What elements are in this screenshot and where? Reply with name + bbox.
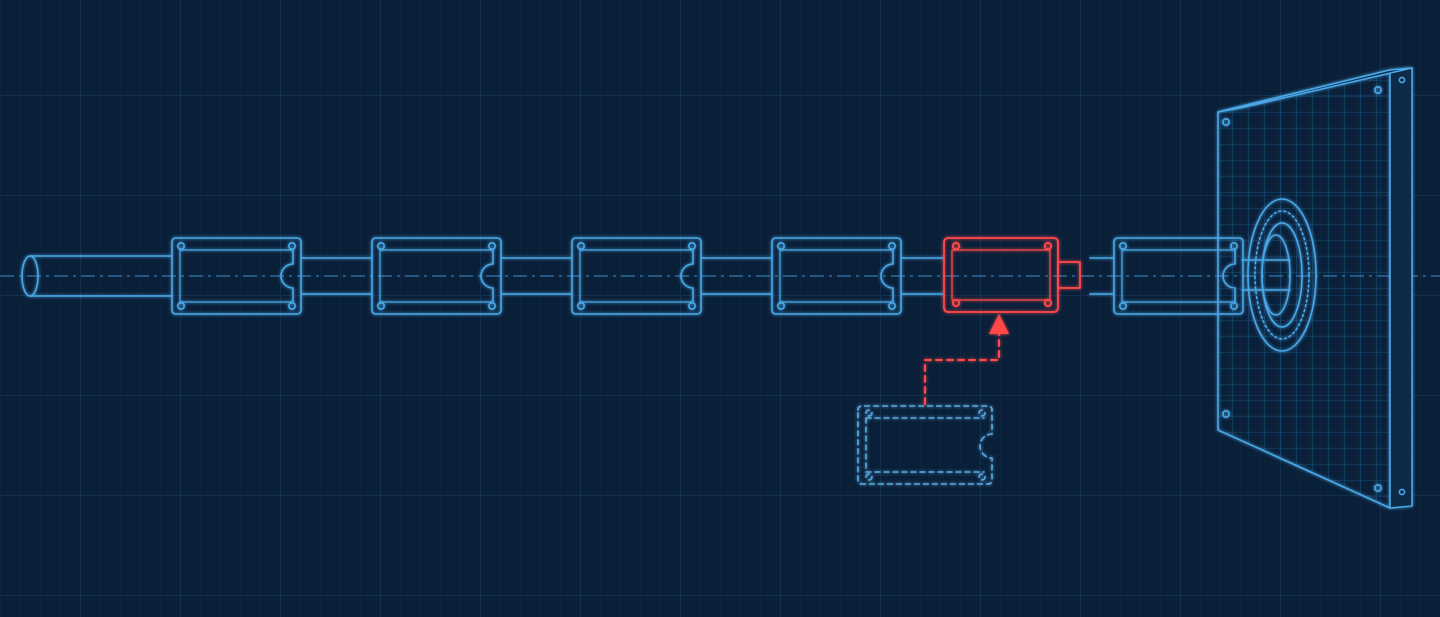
- mount-plate: [1217, 67, 1413, 509]
- block-2: [371, 237, 502, 315]
- block-1: [171, 237, 302, 315]
- block-3: [571, 237, 702, 315]
- block-4: [771, 237, 902, 315]
- replacement-arrow: [924, 314, 1009, 405]
- block-highlighted: [943, 237, 1081, 313]
- shaft: [21, 255, 173, 297]
- replacement-block: [857, 405, 993, 485]
